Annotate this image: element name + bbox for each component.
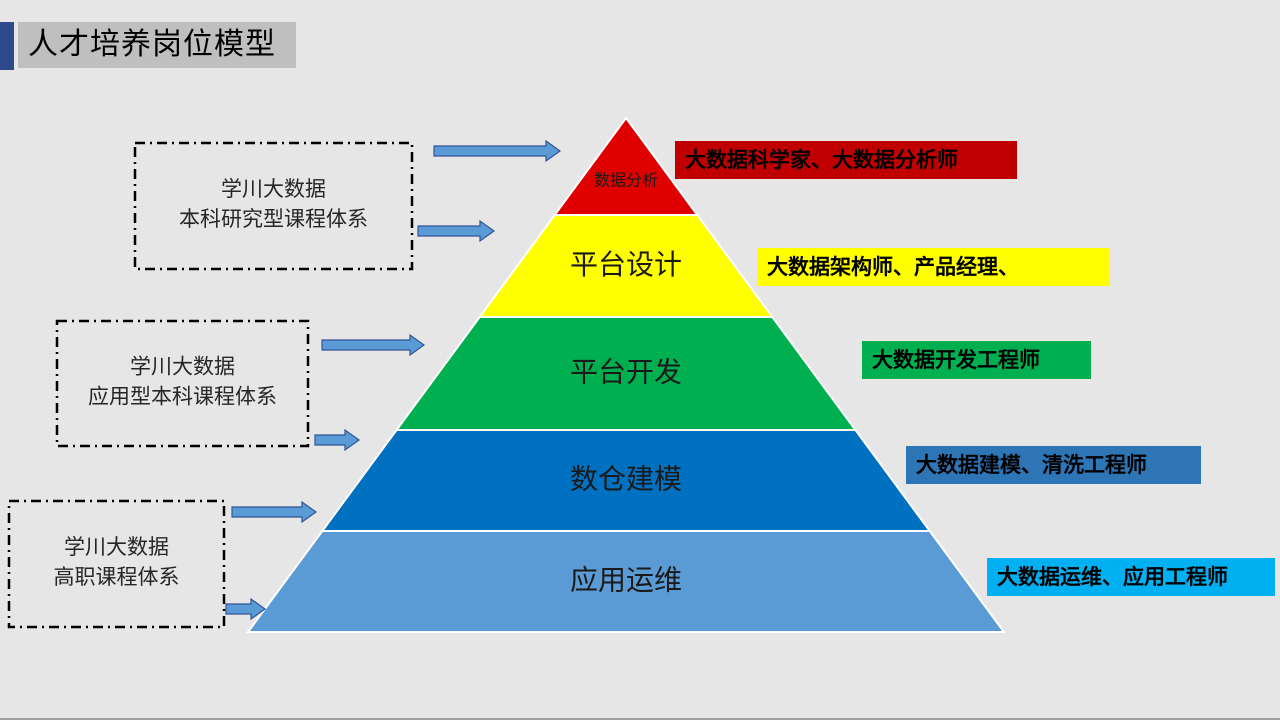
role-box: [906, 446, 1201, 484]
title-accent-bar: [0, 22, 14, 70]
program-label: 学川大数据: [130, 355, 235, 379]
arrow-right-icon: [417, 219, 496, 243]
pyramid-level-label: 平台开发: [570, 356, 682, 389]
pyramid-level-label: 平台设计: [570, 248, 682, 281]
role-label: 大数据架构师、产品经理、: [767, 255, 1019, 279]
role-box: [987, 558, 1275, 596]
slide-title: 人才培养岗位模型: [18, 22, 296, 68]
program-label: 本科研究型课程体系: [179, 207, 368, 231]
arrow-right-icon: [231, 500, 318, 524]
pyramid-level-label: 应用运维: [570, 564, 682, 597]
program-label: 高职课程体系: [54, 565, 180, 589]
program-box: [7, 499, 226, 629]
role-label: 大数据科学家、大数据分析师: [685, 148, 958, 172]
role-box: [862, 341, 1091, 379]
bottom-divider: [0, 718, 1280, 720]
role-label: 大数据运维、应用工程师: [997, 565, 1228, 589]
program-label: 学川大数据: [221, 177, 326, 201]
pyramid-level-label: 数仓建模: [570, 463, 682, 496]
arrow-right-icon: [225, 597, 267, 621]
pyramid-level-5: [246, 530, 1006, 633]
arrow-right-icon: [433, 139, 562, 163]
role-label: 大数据开发工程师: [872, 348, 1040, 372]
role-box: [675, 141, 1017, 179]
role-box: [757, 248, 1110, 286]
program-box: [55, 319, 310, 448]
arrow-right-icon: [321, 333, 426, 357]
pyramid-level-label: 数据分析: [594, 171, 658, 190]
arrow-right-icon: [314, 428, 361, 452]
program-label: 学川大数据: [64, 535, 169, 559]
program-box: [133, 141, 414, 271]
program-label: 应用型本科课程体系: [88, 385, 277, 409]
role-label: 大数据建模、清洗工程师: [916, 453, 1147, 477]
